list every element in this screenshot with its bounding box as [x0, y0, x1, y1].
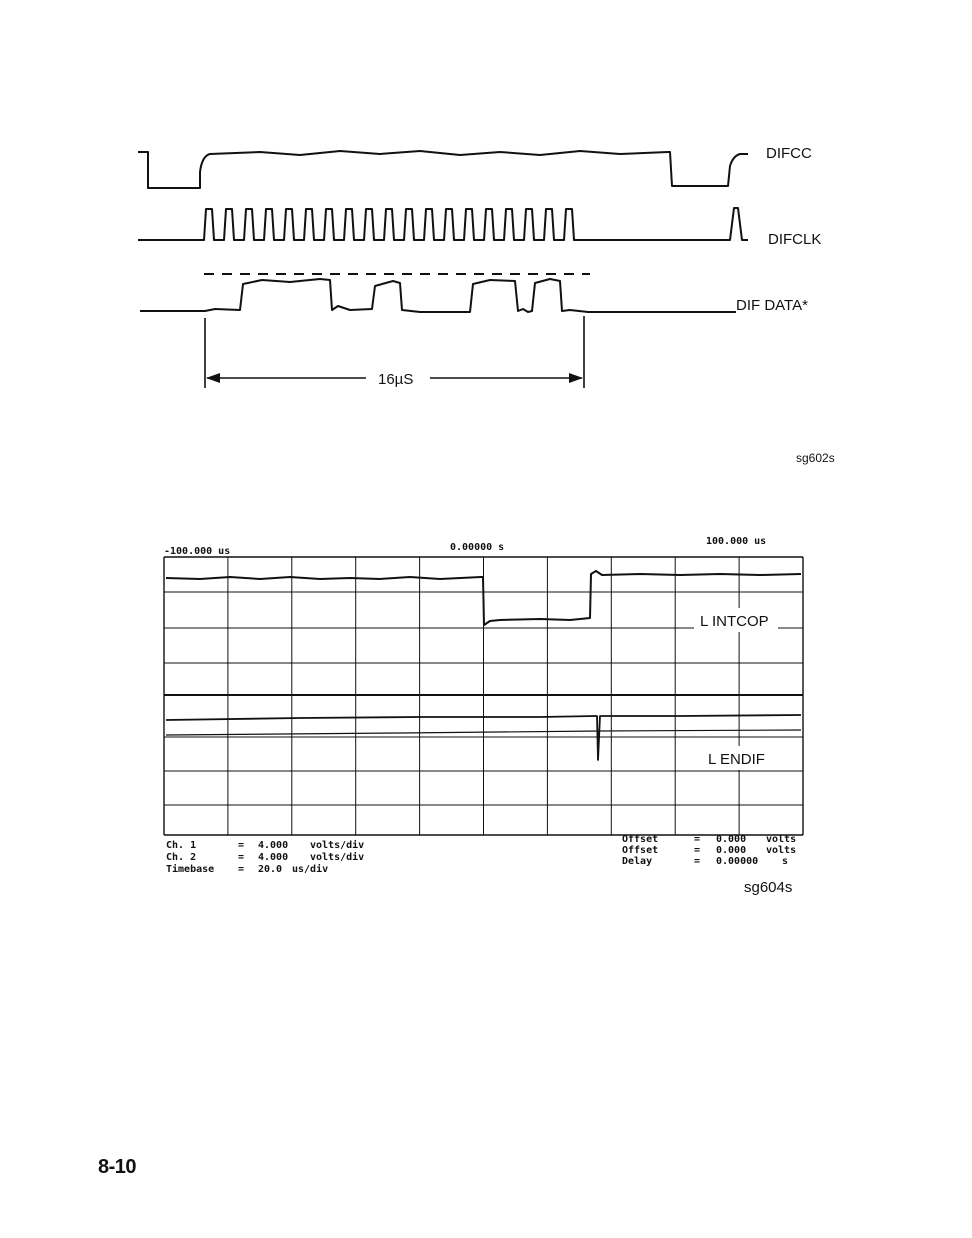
setting-unit: s [782, 856, 788, 867]
arrowhead-right-icon [569, 373, 583, 383]
setting-unit: volts [766, 845, 796, 856]
setting-value: 0.000 [716, 834, 746, 845]
setting-name: Delay [622, 856, 652, 867]
label-dif-data: DIF DATA* [736, 297, 808, 314]
page-number: 8-10 [98, 1156, 136, 1179]
setting-unit: us/div [292, 863, 328, 875]
setting-eq: = [238, 840, 244, 851]
label-difclk: DIFCLK [768, 231, 821, 248]
setting-unit: volts [766, 834, 796, 845]
setting-eq: = [694, 845, 700, 856]
label-l-endif: L ENDIF [708, 751, 765, 768]
arrowhead-left-icon [206, 373, 220, 383]
difclk-waveform [138, 208, 748, 240]
setting-eq: = [238, 864, 244, 875]
setting-value: 4.000 [258, 852, 288, 863]
setting-name: Offset [622, 845, 658, 856]
difcc-waveform [138, 151, 748, 188]
timing-diagram: DIFCC DIFCLK DIF DATA* 16µS sg602s [0, 0, 972, 480]
setting-eq: = [694, 834, 700, 845]
figure-id-timing: sg602s [796, 451, 835, 465]
label-l-intcop: L INTCOP [700, 613, 769, 630]
label-interval: 16µS [378, 371, 413, 388]
time-right-readout: 100.000 us [706, 536, 766, 547]
setting-name: Offset [622, 834, 658, 845]
time-center-readout: 0.00000 s [450, 542, 504, 553]
setting-name: Ch. 2 [166, 852, 196, 863]
label-difcc: DIFCC [766, 145, 812, 162]
setting-name: Ch. 1 [166, 840, 196, 851]
settings-right: Offset = 0.000 volts Offset = 0.000 volt… [622, 834, 796, 867]
scope-capture: -100.000 us 0.00000 s 100.000 us L INTCO… [0, 480, 972, 900]
time-left-readout: -100.000 us [164, 546, 230, 557]
setting-name: Timebase [166, 863, 214, 875]
setting-value: 0.000 [716, 845, 746, 856]
settings-left: Ch. 1 = 4.000 volts/div Ch. 2 = 4.000 vo… [166, 839, 364, 875]
setting-value: 4.000 [258, 840, 288, 851]
setting-value: 20.0 [258, 864, 282, 875]
setting-unit: volts/div [310, 851, 364, 863]
figure-id-scope: sg604s [744, 879, 792, 896]
dif-data-waveform [140, 279, 736, 312]
setting-eq: = [238, 852, 244, 863]
setting-unit: volts/div [310, 839, 364, 851]
setting-eq: = [694, 856, 700, 867]
setting-value: 0.00000 [716, 856, 758, 867]
